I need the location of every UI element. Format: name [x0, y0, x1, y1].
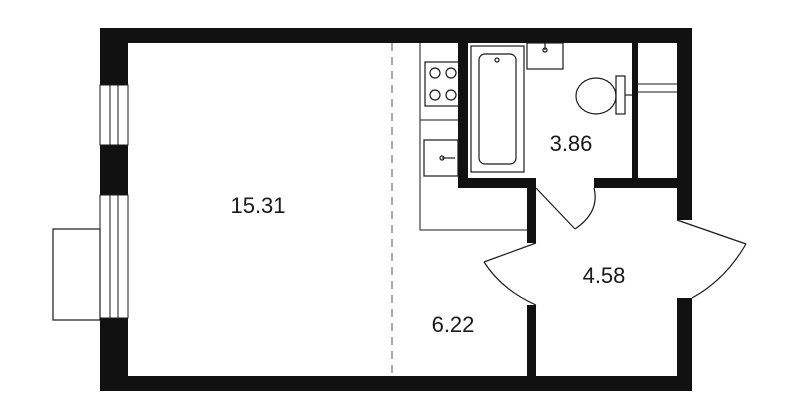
washbasin-icon [526, 42, 564, 70]
hallway-wall [527, 188, 536, 391]
bathroom-door [535, 187, 596, 230]
window-left-lower [99, 194, 129, 319]
entrance-door [483, 219, 747, 306]
hallway-area: 4.58 [583, 263, 626, 288]
stove-icon [424, 61, 460, 107]
kitchen-counter [419, 43, 527, 231]
outer-walls [100, 28, 692, 391]
bathtub-icon [470, 45, 525, 173]
toilet-icon [575, 75, 632, 115]
kitchen-sink-icon [423, 139, 459, 177]
bathroom-area: 3.86 [550, 131, 593, 156]
bathroom-walls [458, 43, 677, 188]
window-left-upper [99, 84, 129, 146]
utility-shaft [638, 83, 677, 93]
living-room-area: 15.31 [230, 193, 285, 218]
kitchen-area: 6.22 [432, 312, 475, 337]
